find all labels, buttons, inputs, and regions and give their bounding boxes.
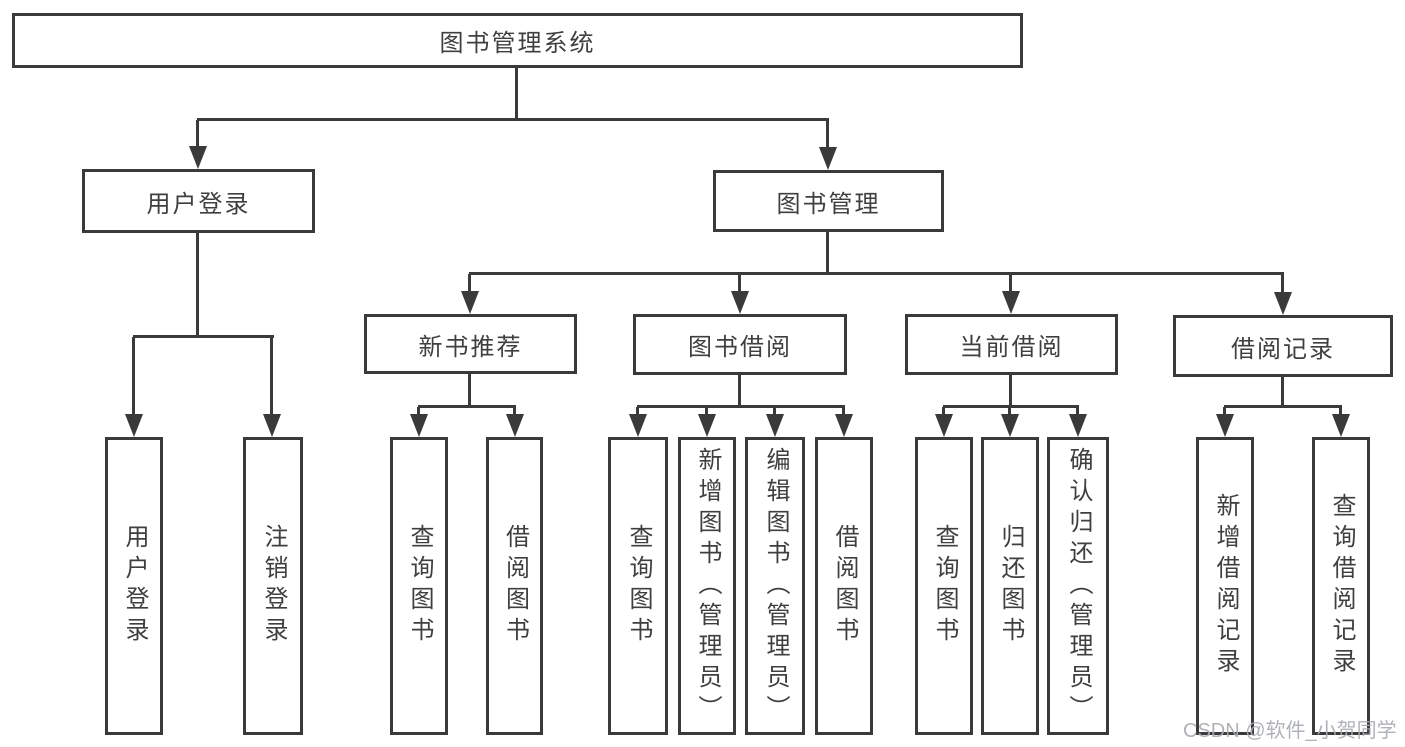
connector-line [1076, 407, 1079, 415]
connector-arrow-icon [1001, 414, 1019, 437]
connector-line [133, 335, 274, 338]
connector-line [1223, 407, 1226, 415]
connector-arrow-icon [506, 414, 524, 437]
connector-arrow-icon [1216, 414, 1234, 437]
node-current-borrow: 当前借阅 [905, 314, 1118, 375]
node-label: 新书推荐 [418, 333, 523, 361]
node-label: 查询图书 [931, 524, 958, 648]
connector-line [417, 407, 420, 415]
connector-arrow-icon [819, 147, 837, 170]
connector-arrow-icon [410, 414, 428, 437]
node-leaf-return-books: 归还图书 [981, 437, 1039, 735]
node-label: 图书管理系统 [439, 30, 596, 57]
node-leaf-confirm-return: 确认归还（管理员） [1047, 437, 1109, 735]
connector-line [1224, 405, 1342, 408]
connector-line [196, 120, 199, 147]
node-label: 用户登录 [121, 524, 148, 648]
node-leaf-query-books-1: 查询图书 [390, 437, 448, 735]
connector-line [468, 274, 471, 293]
connector-line [943, 405, 1079, 408]
connector-line [515, 68, 518, 120]
connector-arrow-icon [461, 291, 479, 314]
connector-arrow-icon [189, 146, 207, 169]
node-label: 图书借阅 [688, 334, 792, 361]
node-leaf-query-books-2: 查询图书 [608, 437, 668, 735]
connector-arrow-icon [935, 414, 953, 437]
connector-line [513, 407, 516, 415]
node-new-book-recommend: 新书推荐 [364, 314, 577, 374]
connector-line [842, 407, 845, 415]
node-label: 借阅图书 [501, 524, 529, 648]
node-label: 查询图书 [625, 524, 652, 648]
connector-line [1281, 377, 1284, 407]
connector-line [270, 337, 273, 415]
connector-arrow-icon [766, 414, 784, 437]
connector-arrow-icon [1332, 414, 1350, 437]
node-label: 查询图书 [406, 524, 433, 648]
node-user-login: 用户登录 [82, 169, 315, 233]
connector-line [1281, 274, 1284, 294]
node-label: 归还图书 [997, 524, 1024, 648]
node-label: 借阅图书 [831, 524, 858, 648]
node-label: 编辑图书（管理员） [762, 446, 789, 726]
connector-line [826, 120, 829, 148]
node-leaf-user-login: 用户登录 [105, 437, 163, 735]
node-book-borrow: 图书借阅 [633, 314, 847, 375]
connector-line [637, 405, 845, 408]
node-leaf-borrow-books-2: 借阅图书 [815, 437, 873, 735]
node-leaf-borrow-books-1: 借阅图书 [486, 437, 543, 735]
connector-line [468, 374, 471, 407]
node-leaf-add-borrow-record: 新增借阅记录 [1196, 437, 1254, 735]
node-label: 确认归还（管理员） [1065, 446, 1092, 726]
connector-line [738, 375, 741, 407]
connector-line [773, 407, 776, 415]
node-leaf-edit-books: 编辑图书（管理员） [745, 437, 805, 735]
node-borrow-records: 借阅记录 [1173, 315, 1393, 377]
node-label: 借阅记录 [1231, 335, 1335, 363]
connector-arrow-icon [1274, 292, 1292, 315]
connector-arrow-icon [731, 291, 749, 314]
connector-line [942, 407, 945, 415]
node-leaf-query-books-3: 查询图书 [915, 437, 973, 735]
connector-line [196, 233, 199, 337]
connector-line [197, 118, 829, 121]
node-label: 注销登录 [260, 524, 287, 648]
node-leaf-logout: 注销登录 [243, 437, 303, 735]
connector-line [1008, 407, 1011, 415]
connector-line [705, 407, 708, 415]
connector-arrow-icon [263, 414, 281, 437]
connector-arrow-icon [835, 414, 853, 437]
connector-line [132, 337, 135, 415]
node-label: 查询借阅记录 [1328, 493, 1355, 679]
connector-line [636, 407, 639, 415]
connector-line [418, 405, 516, 408]
connector-line [1339, 407, 1342, 415]
node-leaf-add-books: 新增图书（管理员） [678, 437, 736, 735]
node-label: 用户登录 [146, 190, 251, 218]
connector-line [469, 272, 1284, 275]
connector-line [1009, 375, 1012, 407]
connector-arrow-icon [1069, 414, 1087, 437]
node-leaf-query-borrow-record: 查询借阅记录 [1312, 437, 1370, 735]
node-label: 图书管理 [776, 190, 881, 218]
connector-line [738, 274, 741, 293]
connector-arrow-icon [125, 414, 143, 437]
connector-arrow-icon [1002, 291, 1020, 314]
connector-line [1009, 274, 1012, 293]
connector-arrow-icon [629, 414, 647, 437]
connector-arrow-icon [698, 414, 716, 437]
csdn-watermark: CSDN @软件_小贺同学 [1183, 720, 1397, 742]
node-label: 新增图书（管理员） [694, 446, 721, 726]
connector-line [826, 232, 829, 274]
node-label: 当前借阅 [959, 334, 1064, 361]
node-root: 图书管理系统 [12, 13, 1023, 68]
node-label: 新增借阅记录 [1212, 493, 1239, 679]
node-book-management: 图书管理 [713, 170, 944, 232]
